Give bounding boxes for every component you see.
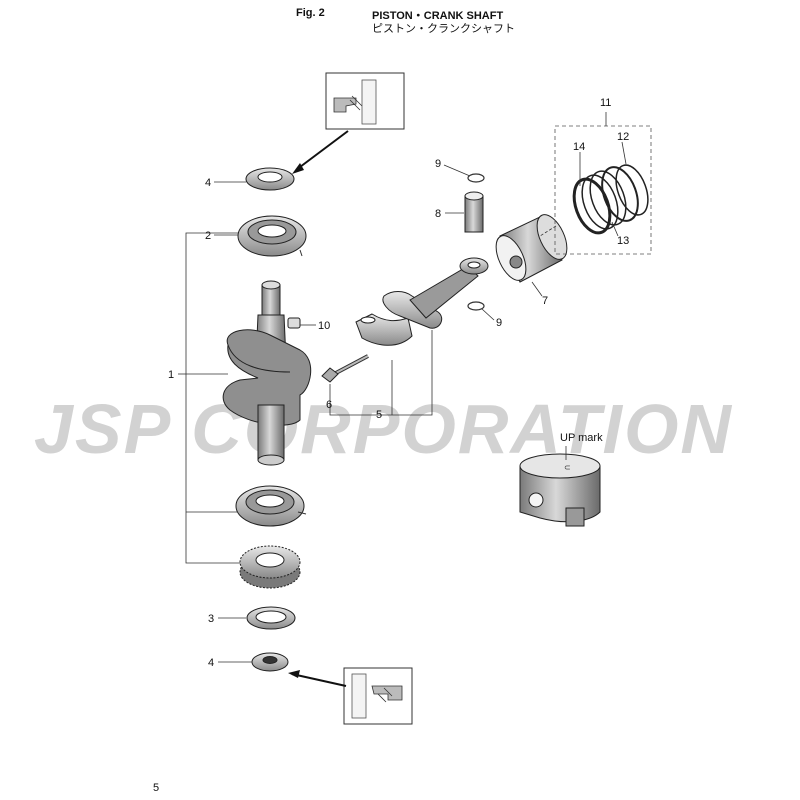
bearing-lower — [235, 485, 307, 527]
seal-detail-inset-bottom — [343, 667, 413, 725]
connecting-rod-bolt — [321, 354, 369, 383]
circlip-top — [467, 173, 485, 183]
oil-seal-bottom — [251, 652, 289, 672]
callout-5: 5 — [376, 409, 382, 421]
leader-9-top — [443, 164, 471, 177]
arrow-head-top — [292, 163, 304, 174]
callout-8: 8 — [435, 208, 441, 220]
callout-9-bottom: 9 — [496, 317, 502, 329]
figure-number: Fig. 2 — [296, 7, 325, 19]
up-mark-piston-detail: ⊂ — [519, 453, 601, 527]
seal-detail-inset-top — [325, 72, 405, 130]
crankshaft — [222, 280, 312, 466]
callout-12: 12 — [617, 131, 629, 143]
piston-rings — [572, 164, 649, 235]
callout-11: 11 — [600, 97, 611, 109]
piston-ring-set-box — [539, 112, 652, 255]
callout-6: 6 — [326, 399, 332, 411]
key-part-10 — [287, 317, 301, 329]
arrow-head-bottom — [288, 670, 300, 678]
callout-13: 13 — [617, 235, 629, 247]
washer-part-3 — [246, 606, 296, 630]
leader-13 — [611, 221, 619, 237]
up-mark-symbol: ⊂ — [564, 463, 571, 472]
piston-pin — [464, 191, 484, 233]
figure-title-japanese: ピストン・クランクシャフト — [372, 22, 515, 35]
up-mark-label: UP mark — [560, 432, 603, 444]
bracket-parts-5-6 — [329, 330, 433, 416]
leader-7 — [531, 281, 543, 297]
callout-4-bottom: 4 — [208, 657, 214, 669]
bearing-upper — [237, 215, 307, 257]
callout-9-top: 9 — [435, 158, 441, 170]
watermark-logo: JSP CORPORATION — [34, 398, 733, 468]
connecting-rod — [382, 257, 489, 329]
callout-10: 10 — [318, 320, 330, 332]
callout-3: 3 — [208, 613, 214, 625]
leader-12 — [621, 141, 627, 165]
circlip-bottom — [467, 301, 485, 311]
piston — [495, 214, 568, 283]
crank-gear — [239, 545, 301, 589]
callout-4-top: 4 — [205, 177, 211, 189]
leader-arrow-bottom — [291, 673, 347, 687]
connecting-rod-cap — [355, 313, 413, 346]
callout-14: 14 — [573, 141, 585, 153]
callout-7: 7 — [542, 295, 548, 307]
callout-2: 2 — [205, 230, 211, 242]
watermark-text: JSP CORPORATION — [34, 398, 733, 468]
leader-9-bottom — [481, 308, 495, 321]
page-number: 5 — [153, 782, 160, 794]
bracket-part-1 — [185, 232, 240, 564]
callout-1: 1 — [168, 369, 174, 381]
figure-title: PISTON・CRANK SHAFT — [372, 10, 504, 22]
leader-arrow-top — [295, 130, 349, 171]
oil-seal-top — [245, 167, 295, 191]
